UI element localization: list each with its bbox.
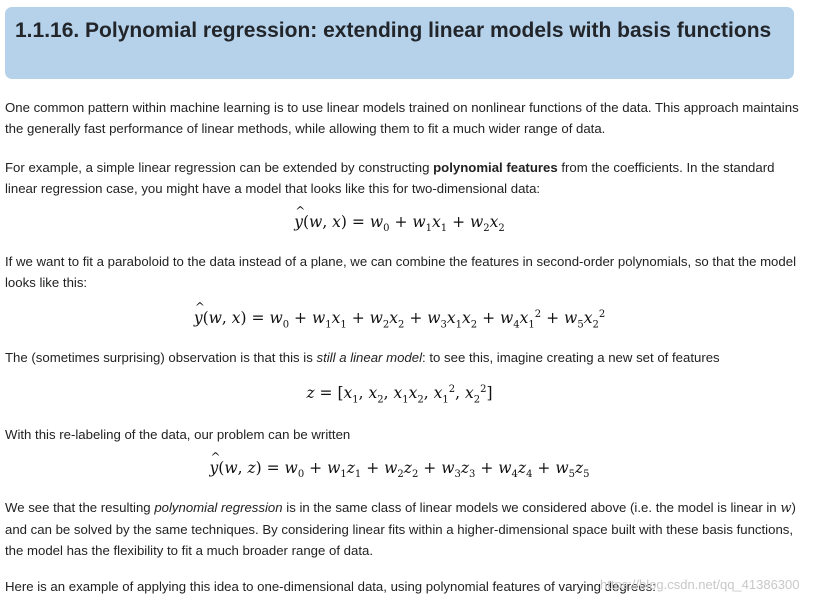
paragraph-relabeling: With this re-labeling of the data, our p… [5, 427, 351, 442]
watermark: https://blog.csdn.net/qq_41386300 [600, 577, 800, 592]
text-span: is in the same class of linear models we… [282, 500, 781, 515]
equation-feature-vector: z = [x1, x2, x1x2, x12, x22] [306, 384, 493, 406]
text-span: The (sometimes surprising) observation i… [5, 350, 317, 365]
equation-second-order-model: y(w, x) = w0 + w1x1 + w2x2 + w3x1x2 + w4… [5, 309, 794, 330]
text-span: ) and can be solved by the same techniqu… [5, 500, 796, 558]
text-span: : to see this, imagine creating a new se… [422, 350, 720, 365]
still-linear-model-term: still a linear model [316, 350, 423, 365]
paragraph-polynomial-features: For example, a simple linear regression … [5, 157, 805, 199]
polynomial-regression-term: polynomial regression [154, 500, 283, 515]
inline-math-w: w [780, 501, 792, 516]
paragraph-polynomial-regression: We see that the resulting polynomial reg… [5, 497, 805, 561]
paragraph-example: Here is an example of applying this idea… [5, 579, 656, 594]
equation-linear-model: y(w, x) = w0 + w1x1 + w2x2 [5, 213, 794, 234]
text-span: We see that the resulting [5, 500, 155, 515]
section-heading: 1.1.16. Polynomial regression: extending… [15, 19, 772, 42]
paragraph-still-linear: The (sometimes surprising) observation i… [5, 347, 805, 368]
equation-relabeled-model: y(w, z) = w0 + w1z1 + w2z2 + w3z3 + w4z4… [5, 459, 794, 480]
section-heading-box: 1.1.16. Polynomial regression: extending… [5, 7, 794, 79]
text-span: For example, a simple linear regression … [5, 160, 434, 175]
polynomial-features-term: polynomial features [433, 160, 558, 175]
paragraph-intro: One common pattern within machine learni… [5, 100, 799, 136]
text-span: from the coefficients. In the standard l… [5, 160, 775, 196]
paragraph-paraboloid: If we want to fit a paraboloid to the da… [5, 254, 796, 290]
